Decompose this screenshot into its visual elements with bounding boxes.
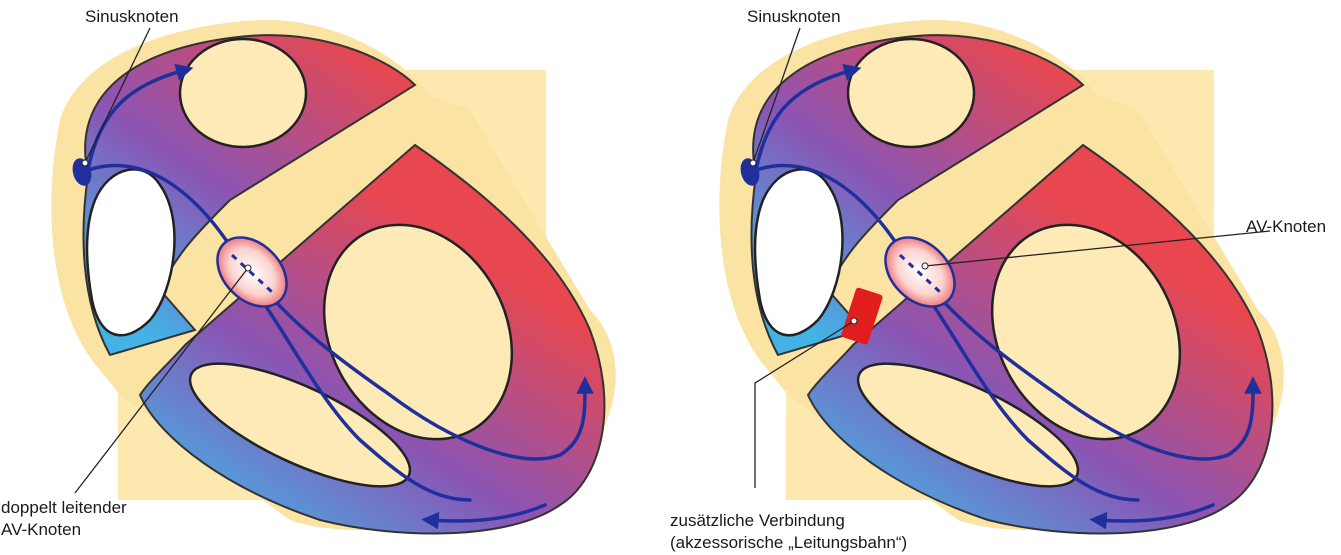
leader-dot-sinus	[750, 160, 756, 166]
atrium-chamber-upper	[848, 39, 974, 147]
panel-right: Sinusknoten AV-Knoten zusätzliche Verbin…	[670, 7, 1326, 552]
panel-left: Sinusknoten doppelt leitender AV-Knoten	[1, 7, 616, 539]
sinus-label: Sinusknoten	[85, 7, 179, 26]
av-label-line1: doppelt leitender	[1, 498, 127, 517]
av-label: AV-Knoten	[1246, 217, 1326, 236]
accessory-label-line1: zusätzliche Verbindung	[670, 511, 845, 530]
accessory-label-line2: (akzessorische „Leitungsbahn“)	[670, 533, 907, 552]
leader-dot-av	[245, 265, 251, 271]
sinus-label: Sinusknoten	[747, 7, 841, 26]
leader-dot-sinus	[82, 160, 88, 166]
leader-dot-accessory	[851, 318, 857, 324]
av-label-line2: AV-Knoten	[1, 520, 81, 539]
leader-dot-av	[922, 263, 928, 269]
atrium-chamber-upper	[180, 39, 306, 147]
